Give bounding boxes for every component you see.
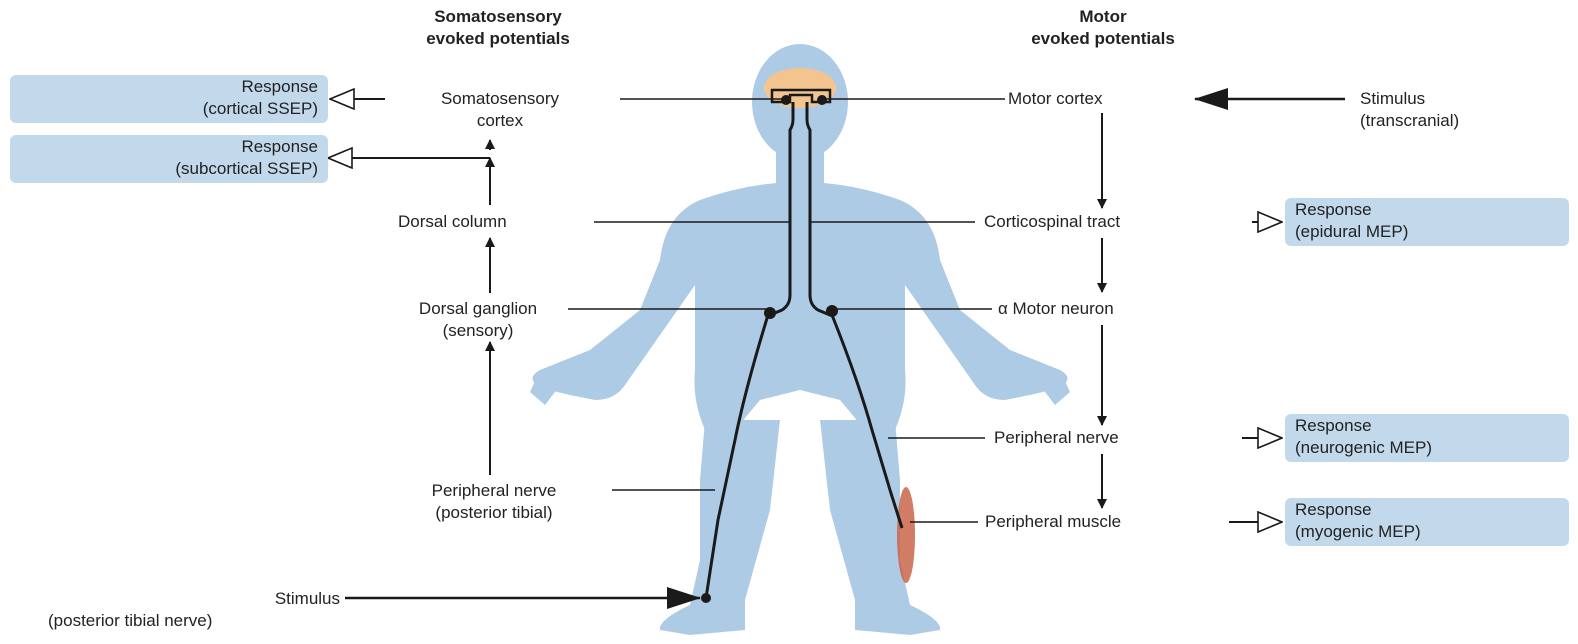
label-dorsal-ganglion: Dorsal ganglion (sensory) bbox=[388, 298, 568, 342]
response-subcortical-ssep: Response (subcortical SSEP) bbox=[10, 135, 328, 183]
label-alpha-motor-neuron: α Motor neuron bbox=[998, 298, 1114, 320]
body-silhouette bbox=[530, 44, 1070, 635]
response-neurogenic-mep: Response (neurogenic MEP) bbox=[1285, 414, 1569, 462]
label-peripheral-muscle: Peripheral muscle bbox=[985, 511, 1121, 533]
calf-muscle bbox=[897, 487, 915, 583]
header-motor: Motor evoked potentials bbox=[968, 6, 1238, 50]
label-peripheral-nerve-right: Peripheral nerve bbox=[994, 427, 1119, 449]
response-epidural-mep: Response (epidural MEP) bbox=[1285, 198, 1569, 246]
label-corticospinal-tract: Corticospinal tract bbox=[984, 211, 1120, 233]
label-stimulus-right: Stimulus (transcranial) bbox=[1360, 88, 1459, 132]
label-motor-cortex: Motor cortex bbox=[1008, 88, 1102, 110]
label-dorsal-column: Dorsal column bbox=[398, 211, 507, 233]
label-stimulus-left: Stimulus bbox=[40, 588, 340, 610]
response-myogenic-mep: Response (myogenic MEP) bbox=[1285, 498, 1569, 546]
label-peripheral-nerve-left: Peripheral nerve (posterior tibial) bbox=[378, 480, 610, 524]
response-cortical-ssep: Response (cortical SSEP) bbox=[10, 75, 328, 123]
header-somatosensory: Somatosensory evoked potentials bbox=[368, 6, 628, 50]
label-somatosensory-cortex: Somatosensory cortex bbox=[385, 88, 615, 132]
label-stimulus-left-sub: (posterior tibial nerve) bbox=[48, 610, 212, 632]
